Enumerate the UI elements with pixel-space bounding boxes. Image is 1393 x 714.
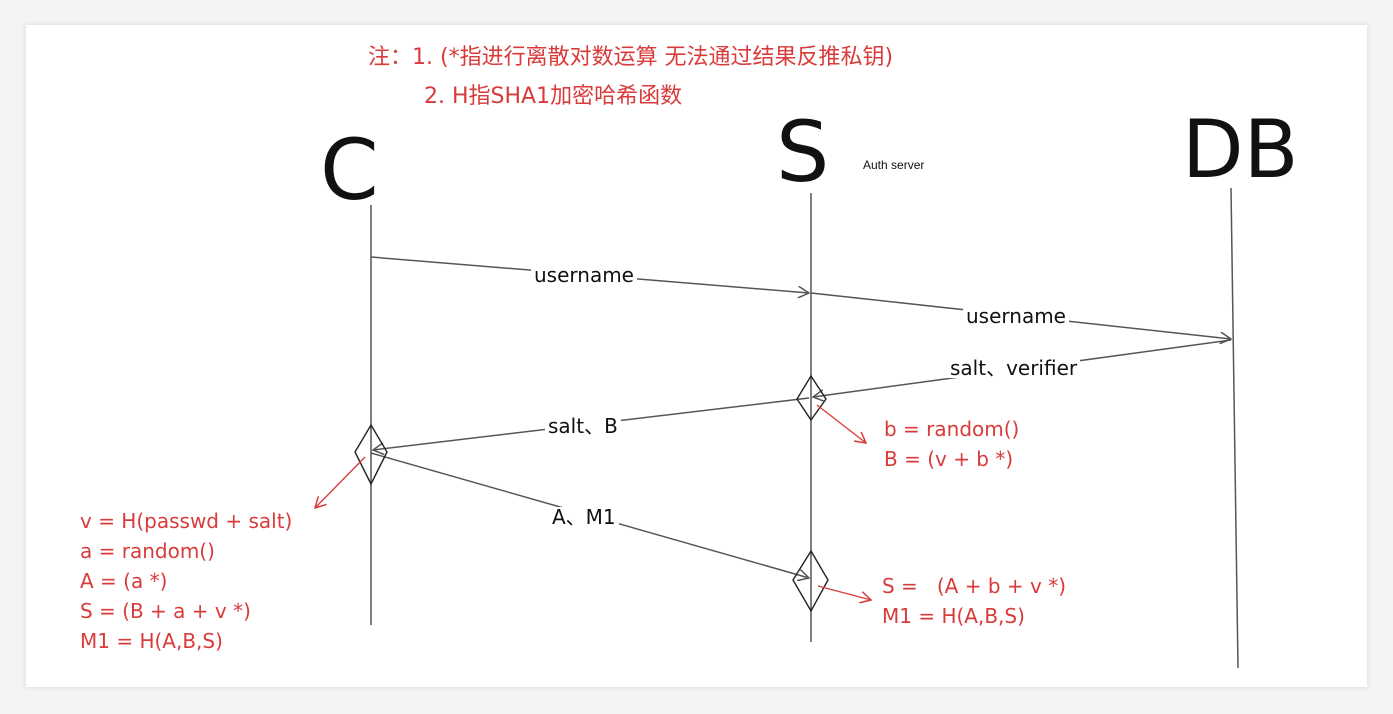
client-calc-block: v = H(passwd + salt) a = random() A = (a… <box>80 506 292 656</box>
note-line-1: 注：1. (*指进行离散对数运算 无法通过结果反推私钥) <box>368 45 894 70</box>
actor-server: S <box>776 103 830 201</box>
label-s-to-c: salt、B <box>545 416 621 436</box>
label-c-to-s-username: username <box>531 265 637 285</box>
server-activation-diamond <box>796 374 827 422</box>
server-calc-line: B = (v + b *) <box>884 447 1014 471</box>
client-activation-diamond <box>354 423 388 486</box>
server-calc-block: b = random() B = (v + b *) <box>884 414 1019 474</box>
label-c-to-s-proof: A、M1 <box>549 507 619 527</box>
server-verify-diamond <box>792 549 829 613</box>
actor-db: DB <box>1182 103 1299 196</box>
client-calc-line: v = H(passwd + salt) <box>80 509 293 533</box>
client-calc-pointer <box>315 456 366 508</box>
server-verify-line: M1 = H(A,B,S) <box>882 604 1025 628</box>
actor-server-caption: Auth server <box>863 158 925 172</box>
client-calc-line: S = (B + a + v *) <box>80 599 251 623</box>
client-calc-line: A = (a *) <box>80 569 168 593</box>
server-verify-pointer <box>817 585 871 600</box>
label-db-to-s: salt、verifier <box>947 358 1081 378</box>
actor-client: C <box>320 121 379 219</box>
server-verify-line: S = (A + b + v *) <box>882 574 1067 598</box>
server-verify-block: S = (A + b + v *) M1 = H(A,B,S) <box>882 571 1066 631</box>
client-calc-line: a = random() <box>80 539 215 563</box>
server-calc-line: b = random() <box>884 417 1020 441</box>
diagram-canvas <box>26 25 1367 687</box>
label-s-to-db-username: username <box>963 306 1069 326</box>
server-calc-pointer <box>816 404 866 443</box>
db-lifeline <box>1230 187 1239 669</box>
client-calc-line: M1 = H(A,B,S) <box>80 629 223 653</box>
note-line-2: 2. H指SHA1加密哈希函数 <box>424 84 683 109</box>
